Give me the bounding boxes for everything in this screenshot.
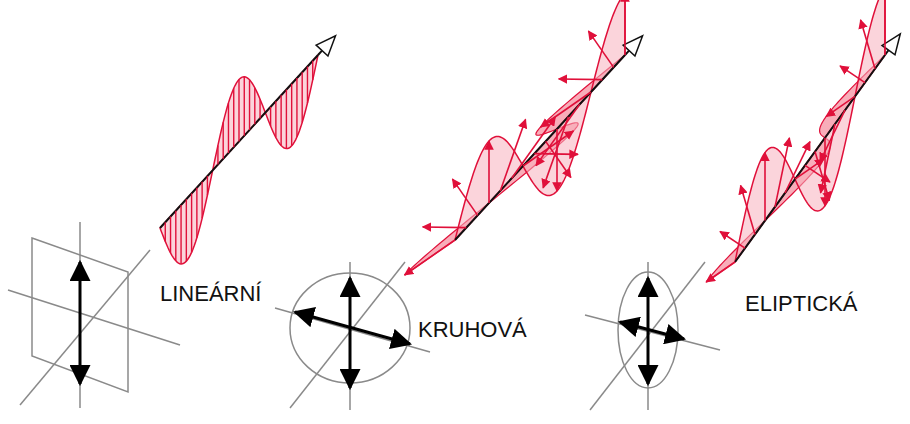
field-vector	[775, 138, 789, 207]
field-hatch	[170, 216, 171, 252]
vertical-component	[160, 55, 318, 264]
vertical-component	[455, 0, 625, 240]
propagation-axis	[160, 55, 318, 228]
field-hatch	[217, 145, 218, 164]
field-vector	[785, 142, 810, 193]
field-hatch	[228, 103, 229, 153]
field-vector	[820, 110, 845, 161]
elliptic-frame	[585, 262, 720, 410]
polarization-label: LINEÁRNÍ	[160, 282, 261, 306]
field-hatch	[201, 182, 202, 218]
field-hatch	[249, 80, 250, 130]
polarization-label: ELIPTICKÁ	[745, 292, 857, 316]
field-hatch	[238, 80, 239, 142]
field-vector	[295, 312, 410, 344]
field-hatch	[244, 77, 245, 136]
field-hatch	[207, 176, 208, 195]
field-vector	[741, 186, 755, 235]
field-hatch	[307, 67, 308, 103]
direction-arrow	[316, 36, 335, 56]
field-hatch	[270, 107, 271, 126]
field-vector	[500, 119, 525, 190]
field-hatch	[165, 222, 166, 241]
polarization-label: KRUHOVÁ	[418, 318, 527, 342]
field-hatch	[280, 95, 281, 145]
linear-frame	[8, 222, 180, 408]
field-hatch	[286, 90, 287, 149]
field-hatch	[191, 193, 192, 252]
field-hatch	[233, 88, 234, 147]
field-hatch	[196, 188, 197, 238]
field-vector	[588, 31, 613, 67]
field-vector	[559, 78, 603, 80]
propagation-axis	[455, 55, 625, 240]
field-hatch	[222, 122, 223, 158]
field-vector	[536, 104, 580, 165]
field-vector	[423, 226, 467, 228]
propagation-axis	[318, 51, 322, 55]
field-hatch	[180, 205, 181, 264]
field-vector	[541, 92, 591, 127]
field-vector	[488, 141, 490, 203]
field-vector	[452, 179, 477, 215]
wave-group	[160, 0, 900, 282]
field-vector	[405, 240, 455, 275]
field-vector	[884, 0, 886, 55]
field-vector	[706, 262, 735, 282]
circular-frame	[275, 262, 430, 410]
field-vector	[861, 20, 875, 69]
field-vector	[543, 117, 568, 188]
field-vector	[720, 232, 745, 249]
vertical-component	[735, 0, 885, 262]
direction-arrow	[623, 36, 642, 56]
field-vector	[79, 262, 82, 384]
field-vector	[826, 96, 855, 116]
field-hatch	[254, 88, 255, 124]
field-vector	[620, 322, 684, 339]
field-vector	[840, 66, 865, 83]
field-hatch	[312, 61, 313, 80]
field-hatch	[186, 199, 187, 261]
field-vector	[349, 278, 352, 388]
field-hatch	[296, 78, 297, 137]
field-vector	[764, 153, 766, 221]
field-vector	[624, 0, 626, 55]
field-hatch	[175, 211, 176, 261]
field-hatch	[302, 72, 303, 122]
field-hatch	[275, 101, 276, 137]
field-hatch	[259, 99, 260, 118]
propagation-axis	[735, 55, 885, 262]
field-hatch	[291, 84, 292, 146]
